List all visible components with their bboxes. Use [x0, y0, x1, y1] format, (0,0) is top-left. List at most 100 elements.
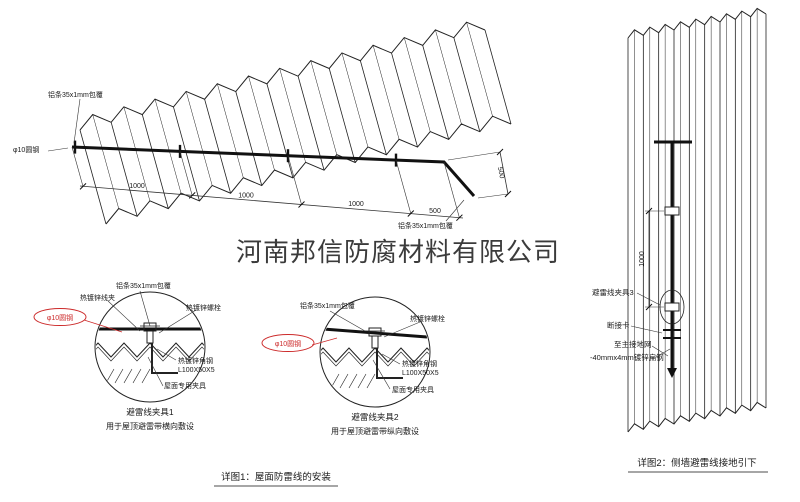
drawing-line	[366, 373, 376, 389]
detail1-wire-clip-label: 热镀锌线夹	[80, 293, 115, 302]
clamp-stem	[371, 335, 379, 349]
detail2-red-leader	[311, 337, 338, 346]
drawing-line	[123, 368, 133, 384]
detail1-angle-steel-label: 热镀锌角钢	[178, 356, 213, 365]
detail1-angle-spec-label: L100X50X5	[178, 367, 215, 374]
roof-corrugated-sheet	[79, 21, 512, 225]
roof-side-dimension-ticks	[496, 148, 512, 198]
detail1-bolt-label: 热镀锌螺栓	[186, 303, 221, 312]
roof-dim-500: 500	[429, 208, 441, 215]
roof-diagram: 1000 1000 1000 500 500 铝条35x1mm包覆 φ10圆钢 …	[13, 21, 512, 230]
detail1-section	[96, 322, 204, 384]
detail1-diagram: 铝条35x1mm包覆 热镀锌线夹 热镀锌螺栓 φ10圆钢 热镀锌角钢 L100X…	[33, 281, 221, 431]
roof-dim-1000-a: 1000	[129, 183, 145, 190]
detail1-red-leader	[83, 319, 123, 333]
drawing-line	[141, 368, 151, 384]
wall-leaders	[630, 292, 671, 358]
roof-dim-1000-b: 1000	[238, 193, 254, 200]
drawing-line	[453, 37, 481, 132]
detail2-angle-spec-label: L100X50X5	[402, 370, 439, 377]
drawing-line	[376, 348, 403, 379]
wall-dimension-ticks	[645, 207, 653, 311]
detail1-leaders	[107, 290, 197, 387]
detail1-strip-label: 铝条35x1mm包覆	[116, 281, 171, 290]
drawing-line	[217, 83, 244, 178]
detail2-diagram: 铝条35x1mm包覆 热镀锌螺栓 φ10圆钢 热镀锌角钢 L100X50X5 屋…	[261, 296, 445, 436]
detail2-red-ellipse	[261, 334, 315, 352]
drawing-line	[173, 106, 200, 202]
wall-dimension	[645, 210, 664, 308]
drawing-line	[235, 91, 263, 186]
drawing-line	[321, 347, 429, 363]
company-watermark: 河南邦信防腐材料有限公司	[236, 237, 560, 267]
drawing-line	[484, 29, 512, 125]
detail2-subtitle: 用于屋顶避雷带纵向敷设	[331, 426, 419, 436]
wall-clamp3-label: 避雷线夹具3	[592, 287, 634, 297]
wall-flat-steel-label: -40mmx4mm镀锌扁钢	[590, 352, 664, 362]
drawing-line	[79, 129, 107, 225]
wall-disconnect-label: 断接卡	[607, 320, 630, 330]
wall-clamp-mark	[664, 302, 680, 312]
roof-dimension-ticks	[79, 183, 463, 222]
wall-diagram: 1000 避雷线夹具3 断接卡 至主接地网 -40mmx4mm镀锌扁钢	[590, 7, 767, 433]
drawing-line	[266, 83, 294, 178]
drawing-line	[123, 106, 151, 201]
detail2-leaders	[329, 310, 421, 390]
detail2-section	[321, 327, 429, 389]
drawing-line	[328, 68, 356, 163]
detail2-angle-steel-label: 热镀锌角钢	[402, 359, 437, 368]
drawing-line	[321, 351, 429, 367]
wall-corrugated-sheet	[627, 7, 767, 433]
drawing-line	[348, 373, 358, 389]
leader-line	[73, 98, 81, 144]
detail2-circle	[319, 296, 431, 408]
detail1-round-steel-label: φ10圆钢	[47, 313, 73, 322]
wall-dim-1000: 1000	[639, 251, 646, 267]
drawing-line	[627, 401, 767, 433]
roof-strip-left-label: 铝条35x1mm包覆	[48, 90, 103, 99]
leader-line	[47, 147, 69, 152]
figure2-caption: 详图2：侧墙避雷线接地引下	[637, 457, 756, 469]
drawing-line	[185, 91, 213, 186]
detail2-bolt-label: 热镀锌螺栓	[410, 314, 445, 323]
drawing-line	[279, 68, 306, 163]
drawing-line	[357, 373, 367, 389]
drawing-line	[627, 7, 767, 39]
roof-side-dimension-line	[499, 151, 509, 195]
roof-side-dim-500: 500	[496, 166, 505, 179]
roof-dim-1000-c: 1000	[348, 201, 364, 208]
roof-strip-right-label: 铝条35x1mm包覆	[398, 221, 453, 230]
drawing-line	[310, 60, 338, 155]
drawing-line	[114, 368, 124, 384]
drawing-line	[339, 373, 349, 389]
drawing-line	[151, 343, 178, 374]
ground-arrow	[667, 368, 677, 378]
drawing-line	[341, 52, 369, 148]
detail2-title: 避雷线夹具2	[351, 412, 399, 422]
roof-round-steel-label: φ10圆钢	[13, 145, 39, 154]
detail2-round-steel-label: φ10圆钢	[275, 339, 301, 348]
drawing-line	[403, 37, 431, 132]
drawing-line	[96, 342, 204, 358]
drawing-line	[391, 52, 418, 148]
detail1-subtitle: 用于屋顶避雷带横向敷设	[106, 421, 194, 431]
drawing-line	[96, 346, 204, 362]
detail1-roof-clamp-label: 屋面专用夹具	[164, 381, 206, 390]
drawing-line	[422, 45, 450, 140]
figure1-caption: 详图1：屋面防雷线的安装	[221, 471, 331, 483]
drawing-line	[359, 60, 387, 155]
clamp-stem	[146, 330, 154, 344]
detail2-roof-clamp-label: 屋面专用夹具	[392, 385, 434, 394]
drawing-line	[141, 114, 169, 209]
detail1-title: 避雷线夹具1	[126, 407, 174, 417]
drawing-line	[466, 22, 493, 117]
drawing-line	[322, 327, 428, 339]
wall-clamp-mark	[664, 206, 680, 216]
wall-to-ground-label: 至主接地网	[614, 339, 652, 349]
detail1-red-ellipse	[33, 308, 87, 326]
detail1-circle	[94, 291, 206, 403]
drawing-line	[154, 99, 182, 194]
drawing-line	[132, 368, 142, 384]
roof-dimension-line	[79, 185, 464, 219]
